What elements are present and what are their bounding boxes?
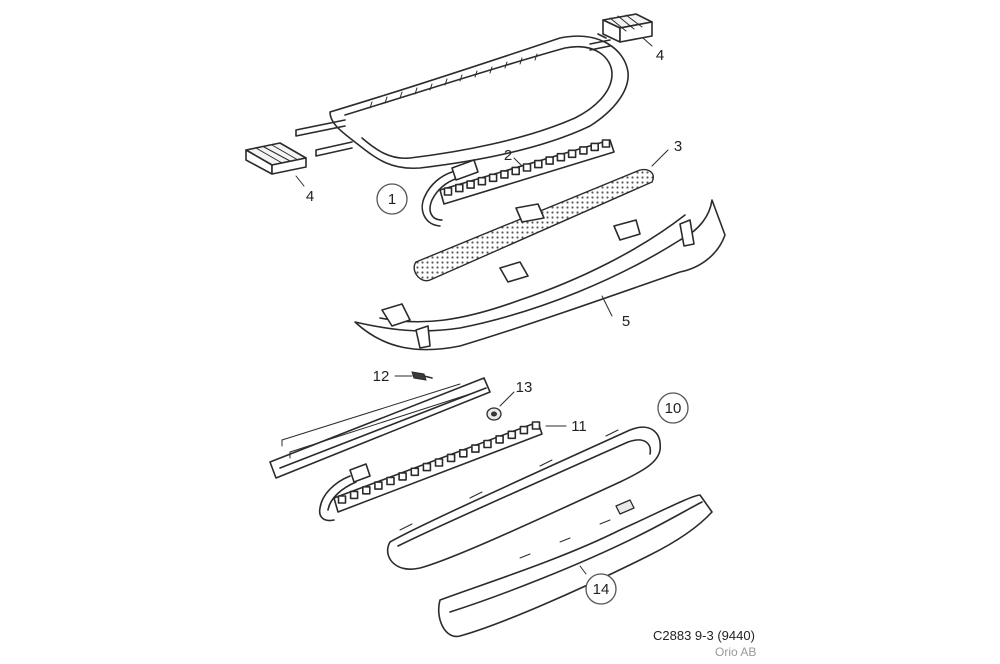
led-bump [398,472,407,481]
led-bump [556,152,566,162]
part-4-clip-left [245,142,307,175]
callout-10-label: 10 [665,400,682,417]
leader-lines [295,37,669,575]
callout-11-label: 11 [571,418,587,435]
led-bump [488,173,498,183]
led-bump [466,180,475,189]
part-2-led-strip [421,139,615,227]
part-11-led-strip [318,421,543,522]
led-bump [374,481,383,490]
led-bump [500,170,509,179]
led-bump [410,467,420,477]
callout-1: 1 [376,183,408,215]
led-bump [531,421,541,430]
led-bump [579,146,588,155]
led-bump [471,444,480,453]
callout-3-label: 3 [674,138,682,155]
led-bump [361,485,371,495]
led-bump [443,187,453,196]
led-row-upper [443,139,611,196]
part-10-lens-housing [386,426,661,570]
led-bump [458,448,468,458]
led-bump [477,176,487,186]
led-bump [446,453,456,463]
callout-13-label: 13 [516,379,533,396]
callout-10: 10 [657,392,689,424]
callout-12-label: 12 [373,368,390,385]
led-bump [545,156,554,165]
part-3-mesh-diffuser [413,168,654,282]
rail-lens [269,377,491,479]
led-row-lower [337,421,541,504]
led-bump [386,476,395,486]
led-bump [422,462,432,472]
company-credit: Orio AB [715,645,756,659]
led-bump [495,435,504,444]
part-13-nut [486,407,502,421]
upper-housing [295,35,629,170]
callout-2-label: 2 [504,147,512,164]
led-bump [434,458,444,467]
part-5-trim [354,199,726,351]
led-bump [483,439,492,449]
callout-4-upper-label: 4 [656,47,664,64]
part-14-cover [438,494,713,638]
led-bump [590,142,600,152]
callout-4-lower-label: 4 [306,188,314,205]
led-bump [567,149,577,159]
led-bump [533,159,543,169]
led-bump [511,166,521,176]
diagram-code: C2883 9-3 (9440) [653,628,755,643]
callout-5-label: 5 [622,313,630,330]
led-bump [519,425,529,435]
callout-14-label: 14 [593,581,610,598]
part-12-screw [411,371,433,381]
led-bump [349,490,359,500]
led-bump [601,139,611,148]
callout-1-label: 1 [388,191,396,208]
led-bump [522,163,532,172]
led-bump [507,430,517,440]
callout-14: 14 [585,573,617,605]
led-bump [337,495,347,504]
led-bump [454,183,464,193]
